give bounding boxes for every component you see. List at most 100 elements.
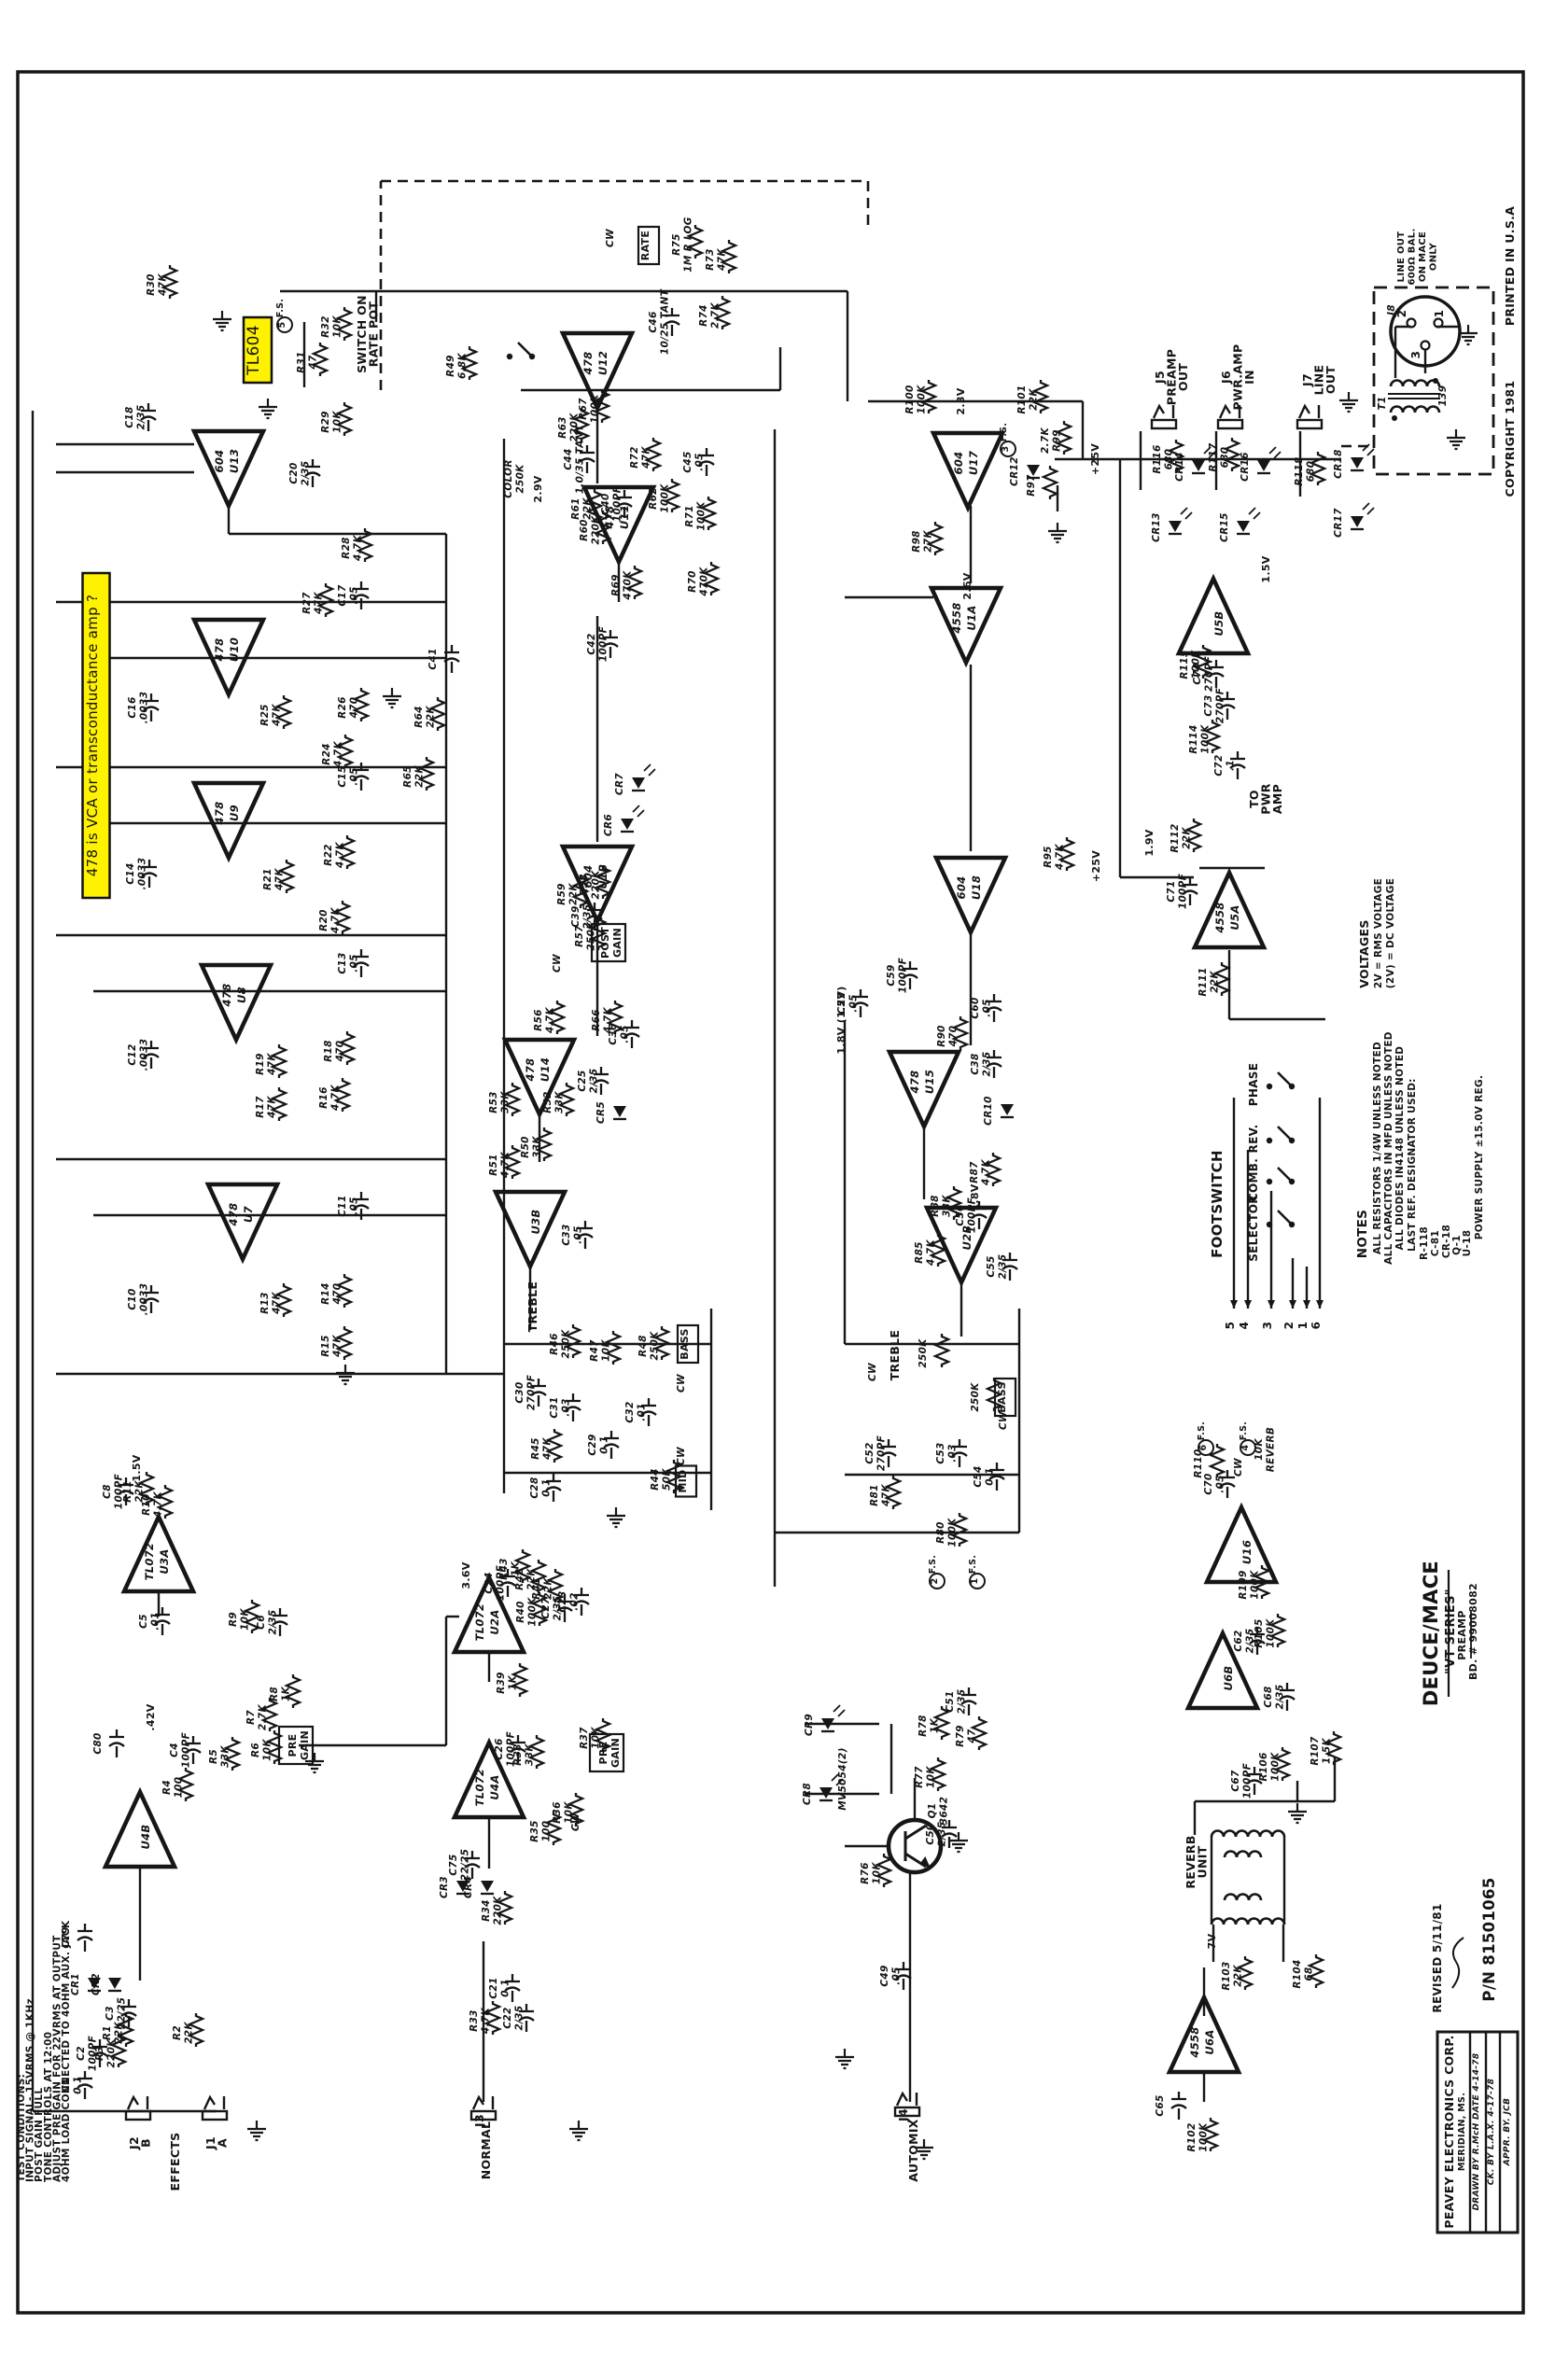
svg-text:R533K: R533K [208, 1745, 231, 1768]
svg-text:C40100PF: C40100PF [600, 485, 623, 522]
svg-text:250K: 250K [970, 1382, 981, 1412]
svg-text:CK. BY L.A.X. 4-17-78: CK. BY L.A.X. 4-17-78 [1487, 2079, 1496, 2185]
label-c68: C682/35 [1263, 1683, 1296, 1711]
label-c29: C290.1 [587, 1431, 620, 1459]
svg-text:R69470K: R69470K [610, 570, 634, 601]
svg-text:R1947K: R1947K [255, 1053, 278, 1076]
svg-text:R7247K: R7247K [629, 446, 652, 469]
svg-text:478: 478 [213, 802, 226, 826]
svg-text:CR16: CR16 [1240, 452, 1251, 482]
svg-text:U11: U11 [618, 505, 631, 529]
svg-text:CR13: CR13 [1151, 512, 1162, 542]
label-post: POSTGAIN [590, 922, 627, 963]
svg-text:U17: U17 [967, 451, 980, 475]
label-cr13: CR13 [1151, 507, 1193, 542]
label-r24: R244.7K [321, 735, 355, 768]
svg-text:2.9V: 2.9V [532, 475, 544, 502]
svg-text:604: 604 [952, 452, 965, 475]
label-r63: R63220K [557, 408, 591, 442]
label-r112: R11222K [1170, 819, 1203, 853]
svg-text:4558: 4558 [1188, 2026, 1201, 2058]
label-c42: C42100PF [586, 625, 619, 662]
svg-text:Q-1: Q-1 [1451, 1235, 1463, 1255]
label-r27: R2747K [301, 583, 335, 617]
label-r37: R3710K [579, 1718, 612, 1752]
svg-text:R114100K: R114100K [1188, 724, 1212, 754]
svg-text:R34220K: R34220K [481, 1896, 504, 1925]
svg-text:C182/35: C182/35 [124, 405, 147, 430]
svg-text:FOOTSWITCH: FOOTSWITCH [1209, 1150, 1226, 1258]
svg-text:P/N 81501065: P/N 81501065 [1480, 1877, 1498, 2001]
label-r28: R284.7K [341, 528, 374, 562]
label-r44: R4450K [650, 1460, 683, 1493]
label-c15: C15.05 [337, 763, 370, 791]
svg-text:C13.05: C13.05 [337, 952, 360, 973]
svg-text:604: 604 [213, 450, 226, 473]
label-cr18: CR18 [1333, 443, 1375, 479]
svg-text:C441.0/35 TANT: C441.0/35 TANT [563, 424, 586, 494]
label-c62: C622/35 [1233, 1627, 1266, 1655]
label-effects: EFFECTS [168, 2133, 182, 2191]
label-r111: R11122K [1198, 962, 1231, 997]
svg-text:BASS: BASS [679, 1328, 691, 1359]
svg-text:R116680: R116680 [1152, 444, 1175, 473]
svg-text:TREBLE: TREBLE [888, 1330, 902, 1381]
opamp-U3B: U3B [492, 1189, 568, 1272]
label-c54: C540.1 [973, 1463, 1005, 1491]
label-c16: C16.0033 [127, 692, 160, 723]
wires [31, 289, 1458, 2113]
svg-text:R90470: R90470 [936, 1025, 960, 1047]
svg-text:C71100PF: C71100PF [1166, 873, 1189, 909]
label-c71: C71100PF [1166, 873, 1198, 909]
svg-text:3: 3 [1001, 446, 1011, 453]
svg-text:.42V: .42V [145, 1703, 157, 1730]
label-r30: R3047K [146, 265, 179, 299]
svg-text:R81K: R81K [269, 1686, 292, 1701]
label-c5: C5.01 [138, 1607, 171, 1635]
svg-text:478: 478 [227, 1203, 240, 1227]
svg-text:VOLTAGES: VOLTAGES [1357, 919, 1371, 987]
svg-text:U1A: U1A [965, 605, 978, 630]
label-cr1: CR1 [70, 1973, 101, 1995]
label-c22: C222/35 [502, 2004, 535, 2032]
svg-text:CR9: CR9 [804, 1714, 815, 1736]
label-c1: C10.1 [61, 2071, 93, 2099]
label-r74: R742.7K [698, 296, 732, 329]
svg-text:U-18: U-18 [1462, 1230, 1473, 1257]
svg-text:C202/35: C202/35 [288, 461, 312, 486]
label-j3: J3 [472, 2114, 486, 2128]
svg-text:U18: U18 [970, 875, 983, 900]
svg-text:R46250K: R46250K [549, 1329, 572, 1359]
svg-text:R2910K: R2910K [320, 411, 343, 433]
svg-text:CW: CW [676, 1447, 687, 1465]
svg-text:R106100K: R106100K [1258, 1752, 1282, 1782]
svg-text:R4710K: R4710K [589, 1339, 612, 1362]
label-r18: R18470 [323, 1031, 357, 1065]
svg-text:4OHM LOAD CONNECTED TO 4OHM AU: 4OHM LOAD CONNECTED TO 4OHM AUX. JACK [61, 1920, 72, 2182]
svg-text:2: 2 [930, 1578, 940, 1585]
label-2: 2 [1395, 310, 1408, 318]
svg-text:U14: U14 [539, 1057, 552, 1082]
svg-text:SWITCH ONRATE POT: SWITCH ONRATE POT [355, 295, 381, 373]
opamp-U2B: U2B [923, 1205, 1000, 1288]
label-r65: R6522K [402, 757, 436, 791]
svg-text:10KREVERB: 10KREVERB [1254, 1427, 1277, 1472]
label-7v: 7V [1206, 1933, 1218, 1949]
label-r14: R14470 [320, 1274, 354, 1308]
fs-marker-3: F.S.3 [999, 423, 1016, 457]
svg-text:APPR. BY. JCB: APPR. BY. JCB [1503, 2098, 1512, 2166]
svg-text:F.S.: F.S. [928, 1555, 938, 1574]
svg-text:R80100K: R80100K [935, 1518, 959, 1547]
label-r10: R104.7K [141, 1485, 175, 1519]
svg-text:C60.05: C60.05 [970, 997, 993, 1018]
svg-text:DRAWN BY R.McH DATE 4-14-78: DRAWN BY R.McH DATE 4-14-78 [1472, 2053, 1481, 2211]
svg-text:C15.05: C15.05 [337, 765, 360, 787]
label-r75: R751M R LOG [671, 217, 705, 273]
svg-text:R4100: R4100 [161, 1777, 185, 1799]
label-c2: C2100PF [76, 2035, 108, 2071]
